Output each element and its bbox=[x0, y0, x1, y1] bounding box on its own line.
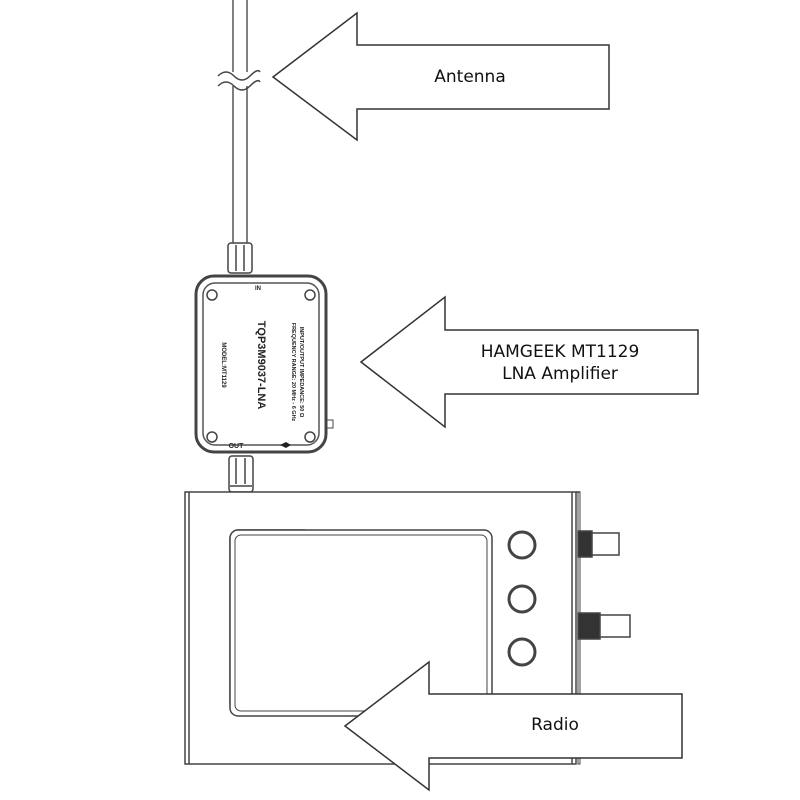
part-number-label: TQP3M9037-LNA bbox=[255, 321, 267, 410]
lna-input-connector bbox=[227, 242, 253, 274]
in-label: IN bbox=[255, 286, 261, 292]
radio-arrow bbox=[343, 660, 683, 792]
sma-port-1-thread bbox=[577, 530, 593, 558]
sma-port-2-thread bbox=[577, 612, 601, 640]
screw-icon bbox=[304, 431, 316, 443]
screw-icon bbox=[206, 289, 218, 301]
antenna-cable bbox=[217, 0, 261, 245]
antenna-arrow bbox=[271, 11, 610, 142]
radio-button-1 bbox=[507, 530, 537, 560]
lna-callout-line1: HAMGEEK MT1129 bbox=[480, 342, 640, 362]
impedance-label: INPUT/OUTPUT IMPEDANCE: 50 Ω bbox=[298, 327, 304, 418]
power-plug-icon bbox=[280, 442, 291, 448]
screw-icon bbox=[206, 431, 218, 443]
screw-icon bbox=[304, 289, 316, 301]
power-switch bbox=[326, 419, 334, 429]
sma-port-2 bbox=[599, 614, 631, 638]
sma-port-1 bbox=[591, 532, 620, 556]
radio-button-2 bbox=[507, 584, 537, 614]
radio-callout-label: Radio bbox=[531, 715, 579, 735]
antenna-callout-label: Antenna bbox=[434, 67, 506, 87]
lna-enclosure: IN OUT MODEL:MT1129 TQP3M9037-LNA FREQUE… bbox=[194, 274, 334, 454]
model-label: MODEL:MT1129 bbox=[220, 342, 226, 388]
lna-arrow bbox=[359, 295, 699, 429]
lna-callout-line2: LNA Amplifier bbox=[502, 364, 618, 384]
radio-button-3 bbox=[507, 637, 537, 667]
lna-output-connector bbox=[228, 455, 254, 493]
cable-break-mark bbox=[217, 69, 261, 81]
out-label: OUT bbox=[229, 443, 245, 450]
frequency-label: FREQUENCY RANGE: 20 MHz - 6 GHz bbox=[290, 323, 296, 422]
